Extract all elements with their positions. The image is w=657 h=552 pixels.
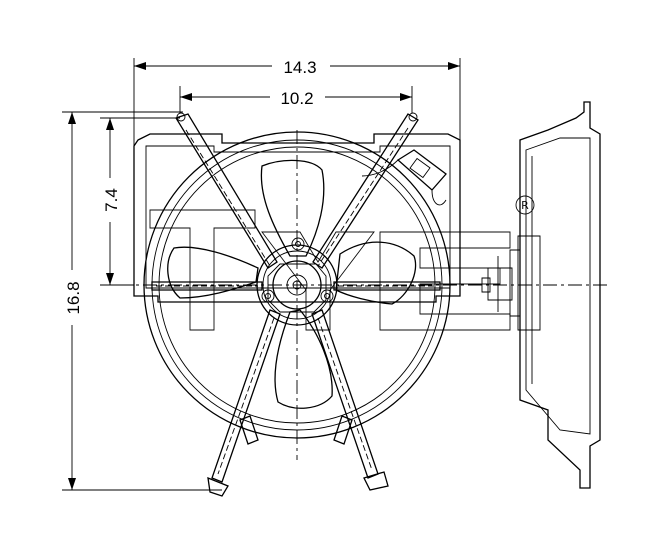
- overall-height-label: 16.8: [64, 281, 83, 314]
- registered-mark-icon: [515, 195, 535, 215]
- wire-connector: [361, 149, 447, 206]
- overall-width-label: 14.3: [283, 58, 316, 77]
- dimension-mount-height: 7.4: [100, 117, 180, 286]
- fan-blades: [167, 159, 417, 409]
- fan-shroud: [133, 133, 461, 303]
- dimension-mount-width: 10.2: [179, 86, 413, 113]
- side-profile-view: [481, 101, 601, 489]
- mount-width-label: 10.2: [280, 89, 313, 108]
- mount-height-label: 7.4: [102, 188, 121, 212]
- motor-hub: [256, 237, 338, 326]
- registered-mark-label: R: [521, 199, 529, 212]
- watermark-logo: R: [149, 195, 535, 331]
- dimension-overall-height: 16.8: [62, 111, 222, 491]
